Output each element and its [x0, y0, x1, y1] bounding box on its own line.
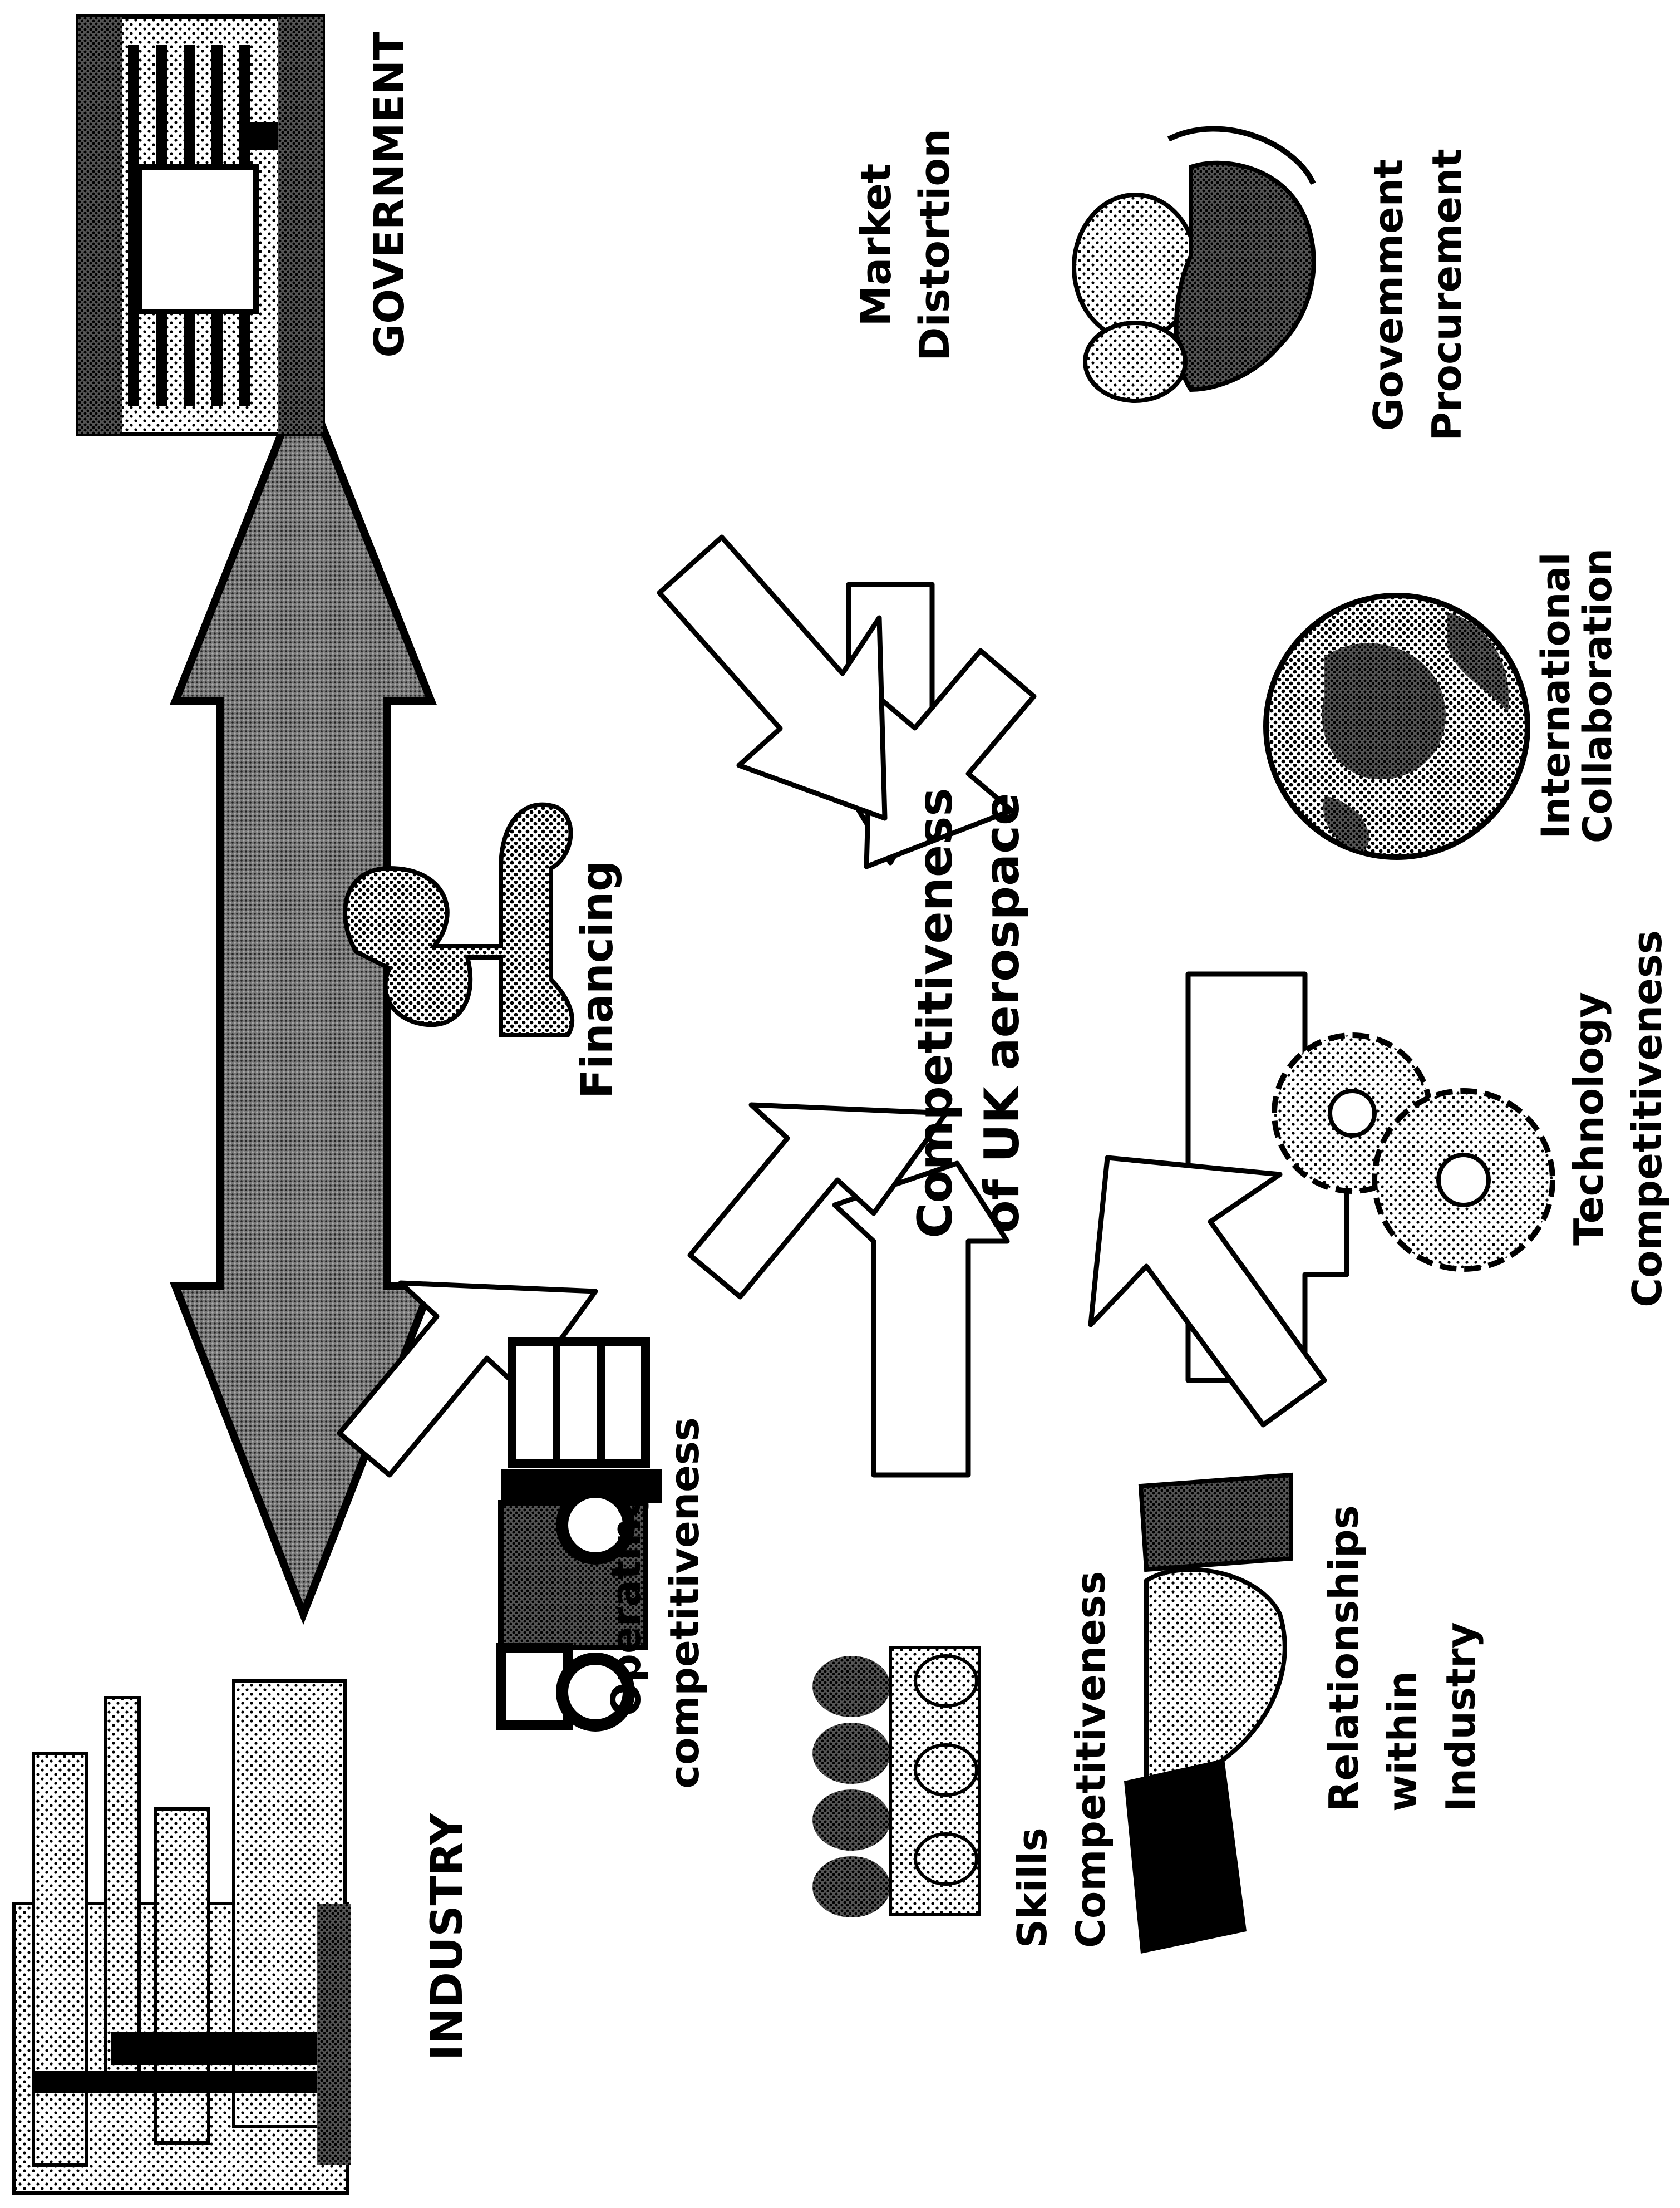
industry-government-double-arrow — [169, 368, 437, 1625]
skills-competitiveness-label: Skills Competitiveness — [1009, 1571, 1114, 1948]
people-group-icon — [812, 1646, 981, 1917]
center-label-line1: Competitiveness — [908, 788, 963, 1238]
international-collaboration-line2: Collaboration — [1575, 548, 1620, 843]
government-procurement-arrow — [864, 648, 1037, 869]
pound-sign-icon — [343, 802, 574, 1037]
market-distortion-line2: Distortion — [911, 129, 959, 361]
technology-competitiveness-label: Technology Competitiveness — [1565, 930, 1671, 1307]
international-collaboration-line1: International — [1533, 552, 1579, 839]
relationships-line3: Industry — [1437, 1622, 1484, 1812]
skills-competitiveness-line1: Skills — [1009, 1827, 1056, 1948]
government-building-icon — [76, 14, 325, 436]
industry-skyline-icon — [12, 1679, 351, 2195]
government-procurement-line2: Procurement — [1423, 149, 1470, 441]
businessmen-icon — [1072, 126, 1316, 403]
government-procurement-line1: Govemment — [1365, 159, 1412, 431]
government-label: GOVERNMENT — [366, 32, 413, 358]
skills-competitiveness-line2: Competitiveness — [1067, 1571, 1114, 1948]
globe-icon — [1263, 593, 1530, 860]
market-distortion-line1: Market — [853, 164, 900, 327]
operating-competitiveness-label: Operating competitiveness — [603, 1417, 708, 1788]
technology-competitiveness-line2: Competitiveness — [1624, 930, 1671, 1307]
relationships-line2: within — [1379, 1671, 1426, 1812]
handshake-icon — [1124, 1472, 1293, 1954]
operating-competitiveness-arrow — [687, 1102, 949, 1300]
market-distortion-label: Market Distortion — [853, 129, 959, 361]
international-collaboration-label: International Collaboration — [1533, 548, 1620, 843]
forklift-icon — [496, 1337, 662, 1732]
skills-competitiveness-arrow — [832, 1160, 1010, 1478]
center-label-line2: of UK aerospace — [974, 793, 1030, 1233]
relationships-within-industry-label: Relationships within Industry — [1321, 1505, 1484, 1812]
relationships-line1: Relationships — [1321, 1505, 1367, 1812]
industry-label: INDUSTRY — [422, 1812, 472, 2061]
technology-competitiveness-line1: Technology — [1565, 992, 1612, 1246]
gears-icon — [1272, 1032, 1555, 1272]
government-procurement-label: Govemment Procurement — [1365, 149, 1470, 441]
operating-competitiveness-line2: competitiveness — [661, 1417, 708, 1788]
center-label: Competitiveness of UK aerospace — [908, 788, 1030, 1238]
financing-label: Financing — [573, 860, 623, 1099]
financing-arrow — [657, 534, 888, 821]
technology-competitiveness-arrow — [1088, 1155, 1327, 1428]
operating-competitiveness-line1: Operating — [603, 1489, 649, 1717]
